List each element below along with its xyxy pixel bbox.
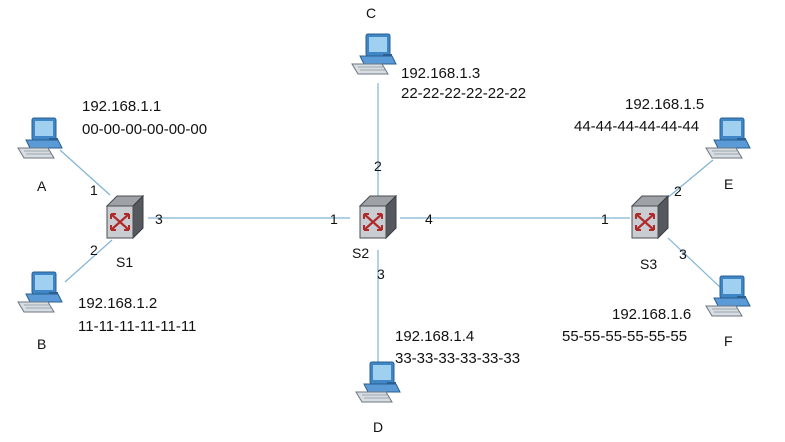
host-e-name: E (724, 176, 733, 192)
host-c-ip: 192.168.1.3 (401, 65, 480, 82)
port-s2-s1: 1 (330, 211, 338, 227)
port-s3-s2: 1 (601, 211, 609, 227)
host-b-name: B (37, 336, 46, 352)
port-s1-a: 1 (90, 182, 98, 198)
computer-icon (355, 361, 401, 403)
host-b[interactable] (17, 271, 63, 313)
switch-s3[interactable] (630, 194, 670, 240)
computer-icon (17, 117, 63, 159)
host-a[interactable] (17, 117, 63, 159)
host-e-ip: 192.168.1.5 (625, 96, 704, 113)
host-c-mac: 22-22-22-22-22-22 (401, 85, 526, 102)
link-f-s3 (667, 237, 723, 290)
switch-icon (630, 194, 670, 240)
port-s1-s2: 3 (155, 211, 163, 227)
port-s2-d: 3 (377, 266, 385, 282)
port-s3-f: 3 (679, 246, 687, 262)
computer-icon (351, 33, 397, 75)
host-f[interactable] (705, 275, 751, 317)
host-f-ip: 192.168.1.6 (612, 306, 691, 323)
host-d-ip: 192.168.1.4 (395, 328, 474, 345)
host-a-name: A (37, 178, 47, 194)
host-d-mac: 33-33-33-33-33-33 (395, 350, 520, 367)
host-e[interactable] (705, 117, 751, 159)
host-d[interactable] (355, 361, 401, 403)
port-s1-b: 2 (90, 242, 98, 258)
switch-s3-name: S3 (640, 256, 657, 272)
host-c[interactable] (351, 33, 397, 75)
host-c-name: C (366, 5, 376, 21)
host-b-mac: 11-11-11-11-11-11 (78, 318, 196, 335)
link-b-s1 (64, 239, 113, 283)
host-b-ip: 192.168.1.2 (78, 295, 157, 312)
links (59, 83, 723, 370)
port-s3-e: 2 (674, 183, 682, 199)
host-d-name: D (373, 419, 383, 435)
computer-icon (705, 117, 751, 159)
host-e-mac: 44-44-44-44-44-44 (574, 118, 699, 135)
link-a-s1 (59, 149, 111, 196)
switch-s2[interactable] (358, 194, 398, 240)
link-e-s3 (659, 159, 714, 205)
switch-icon (105, 194, 145, 240)
host-a-mac: 00-00-00-00-00-00 (82, 121, 207, 138)
port-s2-s3: 4 (425, 211, 433, 227)
switch-s1[interactable] (105, 194, 145, 240)
switch-s2-name: S2 (352, 245, 369, 261)
computer-icon (17, 271, 63, 313)
switch-icon (358, 194, 398, 240)
port-s2-c: 2 (374, 158, 382, 174)
switch-s1-name: S1 (116, 254, 133, 270)
host-f-name: F (724, 333, 733, 349)
computer-icon (705, 275, 751, 317)
host-a-ip: 192.168.1.1 (82, 98, 161, 115)
host-f-mac: 55-55-55-55-55-55 (562, 328, 687, 345)
